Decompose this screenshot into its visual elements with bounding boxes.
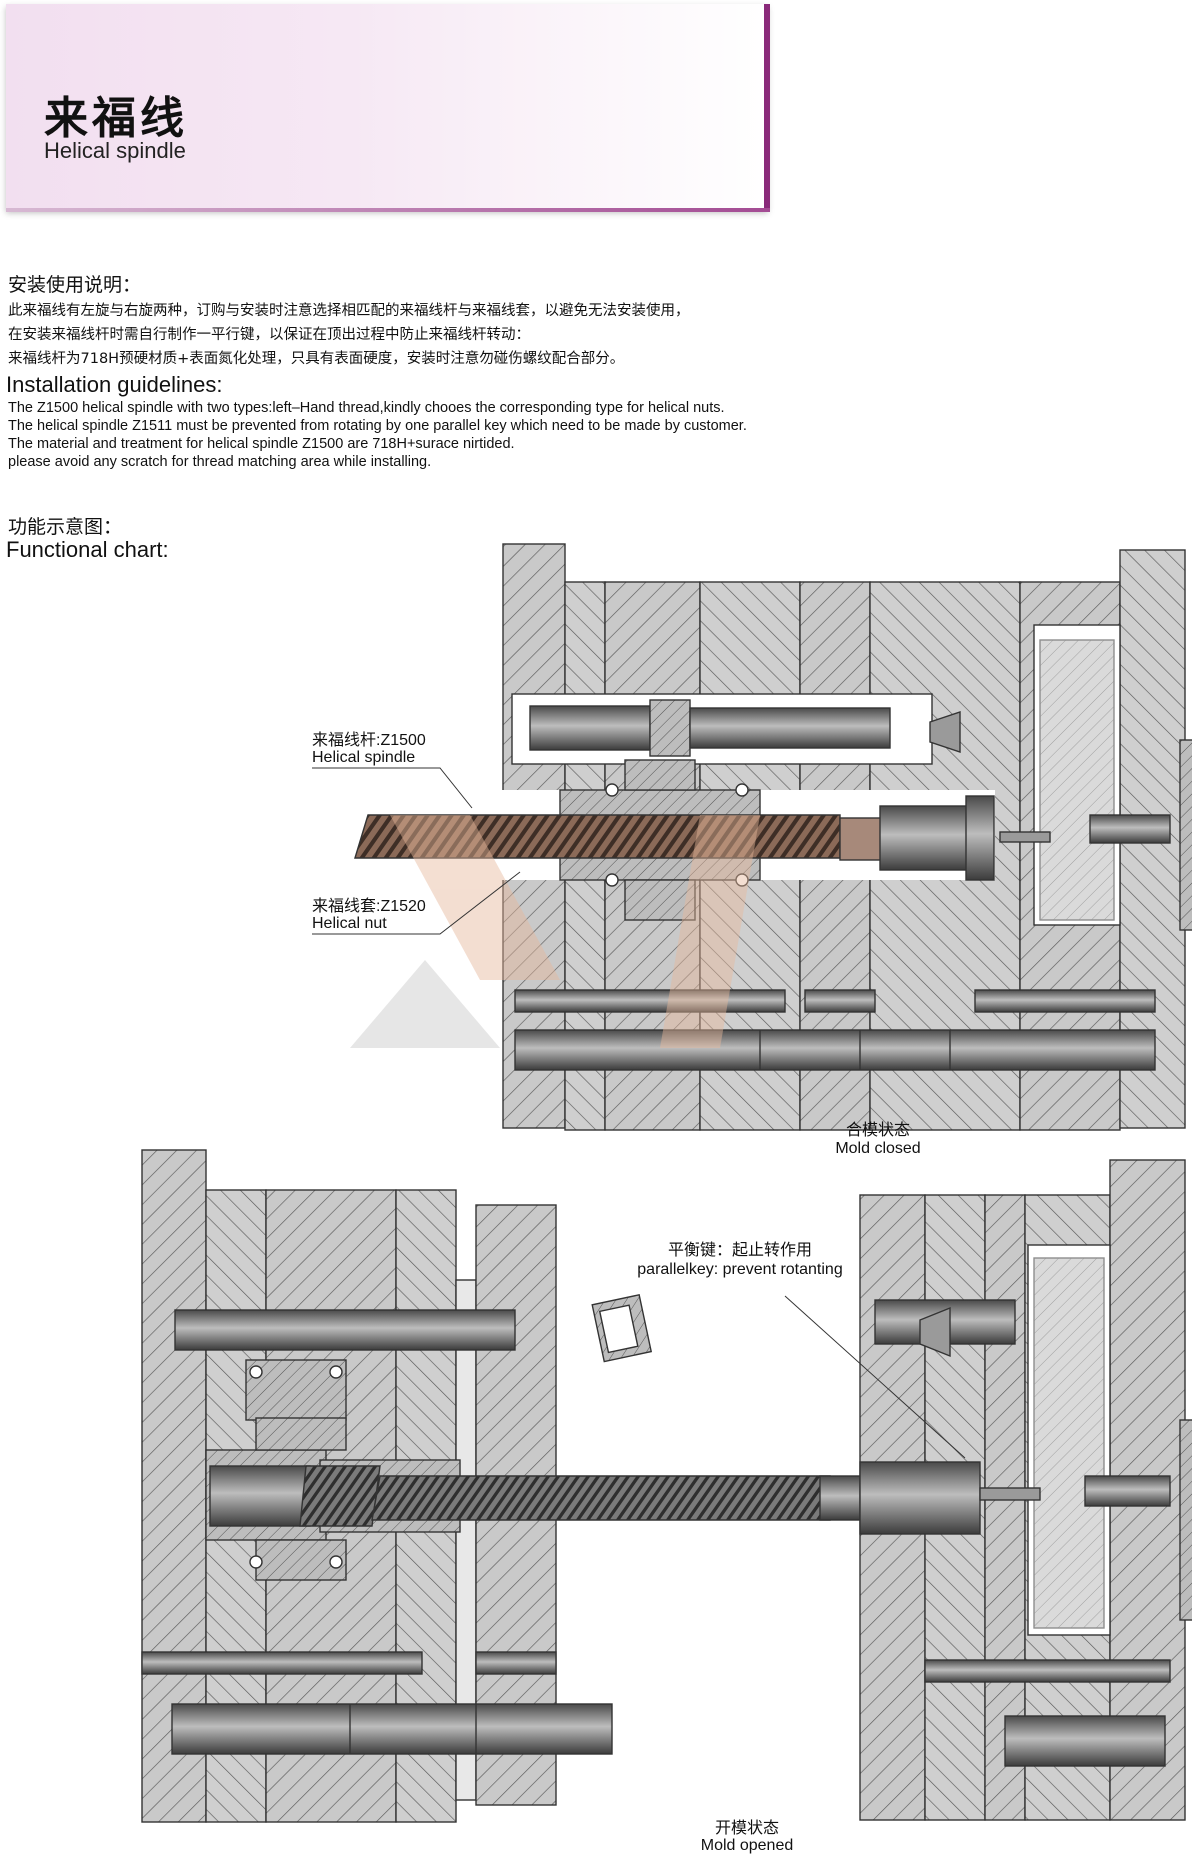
mold-opened-caption-en: Mold opened [700,1837,794,1854]
install-heading-cn: 安装使用说明： [8,274,142,296]
page-subtitle: Helical spindle [44,138,186,163]
spindle-leader-line [312,767,473,809]
parallel-key-label-en: parallelkey: prevent rotanting [637,1261,843,1278]
nut-label-en: Helical nut [312,915,387,932]
install-line-en: The Z1500 helical spindle with two types… [8,400,725,416]
mold-closed-caption-cn: 合模状态 [845,1122,910,1139]
install-line-en: The helical spindle Z1511 must be preven… [8,418,747,434]
install-line-en: please avoid any scratch for thread matc… [8,454,432,470]
parallel-key-label-cn: 平衡键：起止转作用 [667,1242,812,1259]
install-heading-en: Installation guidelines: [6,372,223,397]
page-title: 来福线 [44,93,188,144]
spindle-label-cn: 来福线杆:Z1500 [312,732,426,749]
install-line-cn: 来福线杆为718H预硬材质+表面氮化处理，只具有表面硬度，安装时注意勿碰伤螺纹配… [8,351,625,367]
parallel-key-leader-line [784,1295,966,1459]
spindle-label-en: Helical spindle [312,749,416,766]
header-banner [6,4,768,210]
mold-opened-caption-cn: 开模状态 [714,1820,779,1837]
function-heading-cn: 功能示意图： [8,516,123,538]
nut-leader-line [312,871,521,935]
banner-accent-edge [764,4,770,212]
diagram-mold-opened [141,1149,1192,1823]
nut-label-cn: 来福线套:Z1520 [312,898,426,915]
banner-bottom-edge [6,208,770,212]
install-line-cn: 此来福线有左旋与右旋两种，订购与安装时注意选择相匹配的来福线杆与来福线套，以避免… [8,303,690,319]
watermark-logo [350,815,760,1048]
function-heading-en: Functional chart: [6,537,169,562]
mold-closed-caption-en: Mold closed [835,1140,921,1157]
install-line-en: The material and treatment for helical s… [8,436,515,452]
install-line-cn: 在安装来福线杆时需自行制作一平行键，以保证在顶出过程中防止来福线杆转动： [8,327,530,343]
diagram-mold-closed [354,543,1192,1131]
